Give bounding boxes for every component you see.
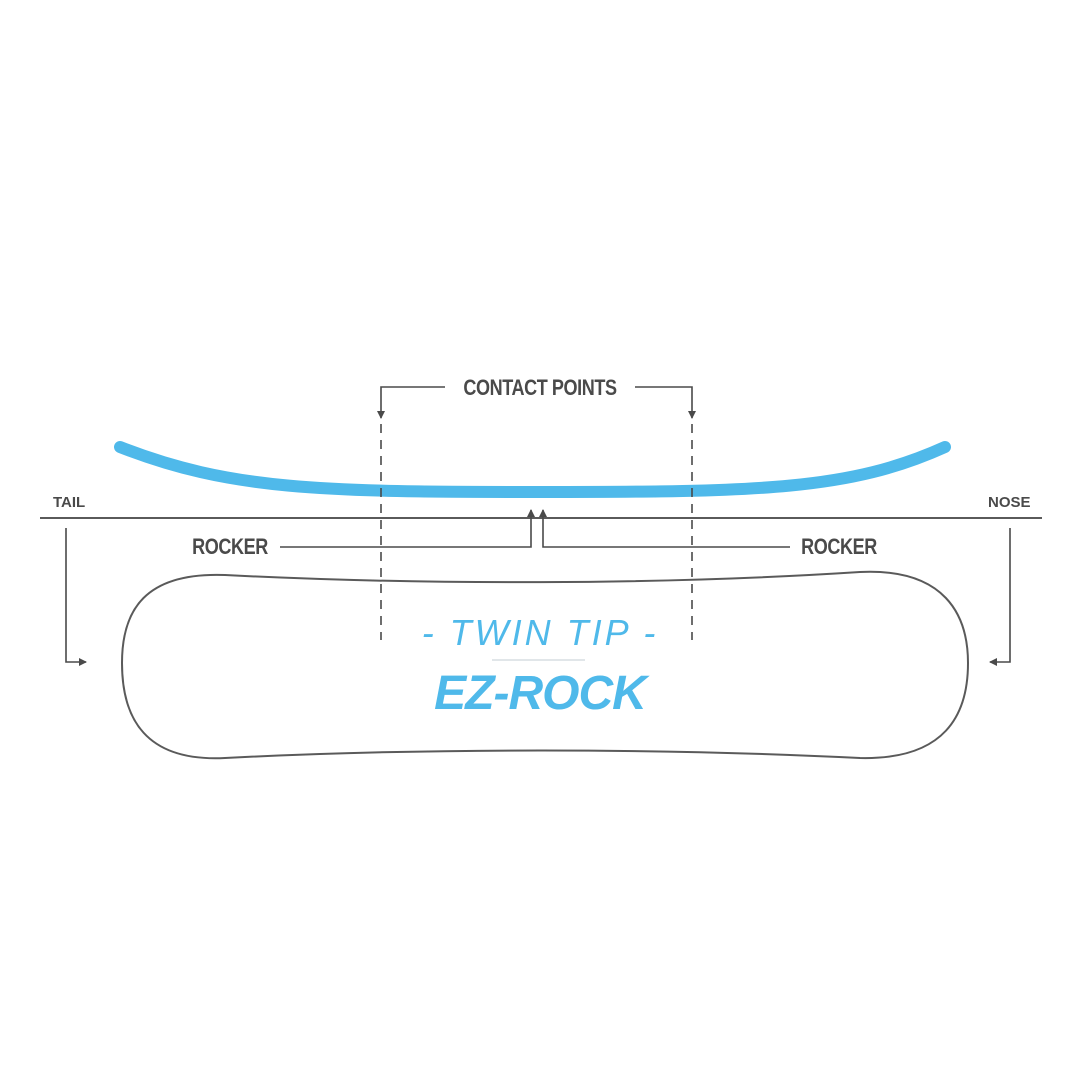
snowboard-outline: [120, 570, 970, 760]
rocker-label-left: ROCKER: [192, 534, 268, 559]
rocker-leader-right: [539, 509, 790, 548]
contact-points-bracket-right: [635, 386, 696, 419]
rocker-label-right: ROCKER: [801, 534, 877, 559]
nose-label: NOSE: [988, 494, 1031, 511]
tail-label: TAIL: [53, 494, 86, 511]
rocker-profile-curve: [114, 441, 951, 499]
contact-points-label: CONTACT POINTS: [463, 375, 617, 400]
profile-type-label: - TWIN TIP -: [421, 612, 659, 653]
nose-pointer-arrow: [989, 528, 1011, 666]
rocker-leader-left: [280, 509, 535, 548]
contact-points-bracket-left: [377, 386, 445, 419]
model-name-label: EZ-ROCK: [434, 667, 647, 720]
tail-pointer-arrow: [65, 528, 87, 666]
